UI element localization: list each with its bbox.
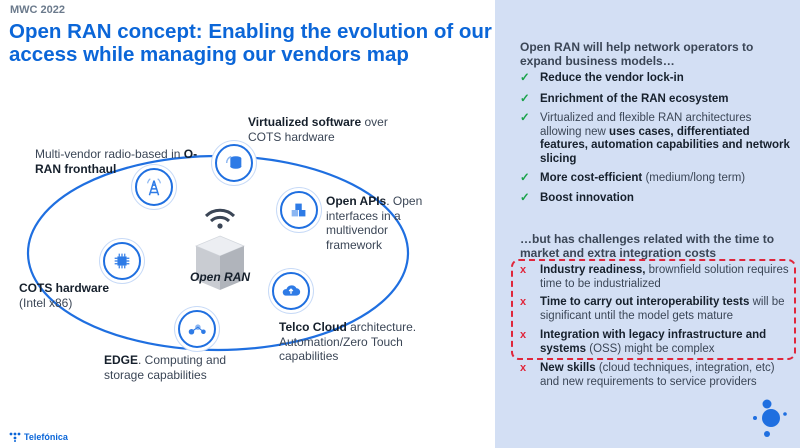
edge-network-icon xyxy=(188,324,206,335)
cross-icon: x xyxy=(520,296,527,308)
check-icon: ✓ xyxy=(520,72,530,84)
cross-icon: x xyxy=(520,264,527,276)
check-icon: ✓ xyxy=(520,93,530,105)
benefits-panel xyxy=(495,0,800,448)
open-ran-label: Open RAN xyxy=(190,270,250,284)
label-cots-hardware: COTS hardware (Intel x86) xyxy=(19,281,110,310)
chip-icon xyxy=(114,253,130,269)
slide-title: Open RAN concept: Enabling the evolution… xyxy=(9,20,492,66)
software-stack-icon xyxy=(225,155,242,169)
label-radio-fronthaul: Multi-vendor radio-based in O-RAN fronth… xyxy=(35,147,198,176)
benefit-item: ✓ More cost-efficient (medium/long term) xyxy=(520,172,746,184)
decorative-dots-icon xyxy=(753,399,787,437)
benefit-item: ✓ Boost innovation xyxy=(520,192,634,204)
cross-icon: x xyxy=(520,362,527,374)
benefit-item: ✓ Enrichment of the RAN ecosystem xyxy=(520,93,729,105)
brand-name: Telefónica xyxy=(24,432,68,442)
challenge-item: x Integration with legacy infrastructure… xyxy=(520,329,767,355)
node-cots-hardware xyxy=(103,242,141,280)
check-icon: ✓ xyxy=(520,112,530,124)
node-radio-fronthaul xyxy=(135,168,173,206)
open-ran-cube xyxy=(184,196,256,292)
challenge-item: x New skills (cloud techniques, integrat… xyxy=(520,362,775,388)
challenges-heading: …but has challenges related with the tim… xyxy=(520,232,775,260)
challenge-item: x Time to carry out interoperability tes… xyxy=(520,296,785,322)
challenge-item: x Industry readiness, brownfield solutio… xyxy=(520,264,789,290)
label-virtualized-software: Virtualized software over COTS hardware xyxy=(248,115,388,144)
node-open-apis xyxy=(280,191,318,229)
label-telco-cloud: Telco Cloud architecture. Automation/Zer… xyxy=(279,320,417,363)
label-edge: EDGE. Computing and storage capabilities xyxy=(104,353,227,382)
brand-logo: Telefónica xyxy=(9,432,68,442)
benefits-heading: Open RAN will help network operators to … xyxy=(520,40,754,68)
check-icon: ✓ xyxy=(520,192,530,204)
node-software-stack xyxy=(215,144,253,182)
cube-icon xyxy=(194,235,246,290)
highlight-box xyxy=(511,259,796,360)
radio-tower-icon xyxy=(146,178,162,196)
telefonica-logo-icon xyxy=(9,432,21,442)
node-edge xyxy=(178,310,216,348)
cloud-icon xyxy=(282,285,301,296)
benefit-item: ✓ Virtualized and flexible RAN architect… xyxy=(520,112,790,165)
benefit-item: ✓ Reduce the vendor lock-in xyxy=(520,72,684,84)
api-cubes-icon xyxy=(291,203,306,217)
event-label: MWC 2022 xyxy=(10,4,66,16)
label-open-apis: Open APIs. Open interfaces in a multiven… xyxy=(326,194,423,252)
check-icon: ✓ xyxy=(520,172,530,184)
wifi-icon xyxy=(204,208,236,229)
cross-icon: x xyxy=(520,329,527,341)
node-telco-cloud xyxy=(272,272,310,310)
